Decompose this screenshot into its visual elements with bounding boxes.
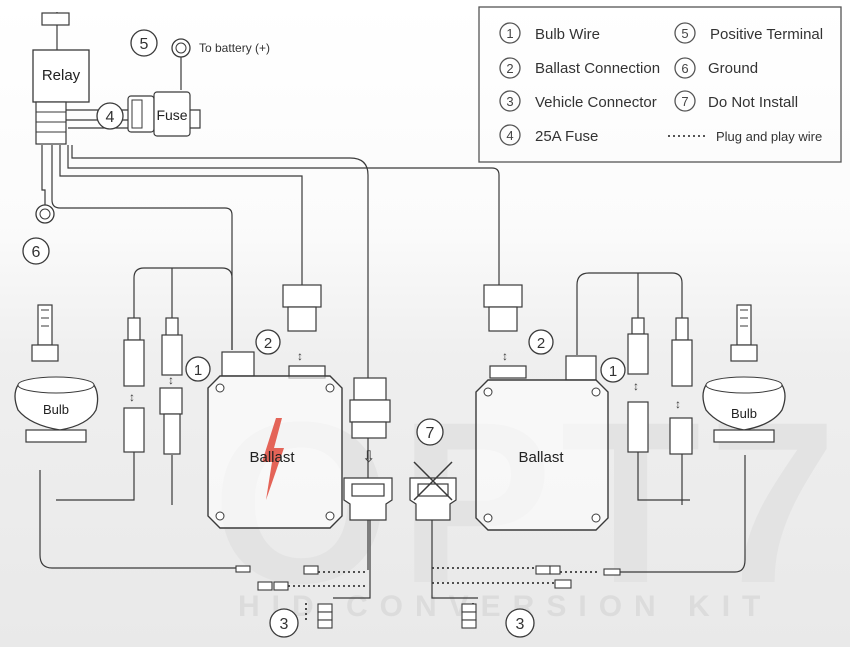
ballast-left-label: Ballast [249,449,295,466]
svg-text:Do Not Install: Do Not Install [708,94,798,111]
ballast-left: Ballast [207,351,343,529]
battery-label: To battery (+) [199,41,270,55]
ballast-connection-right [483,284,527,379]
bulb-left: Bulb [14,304,99,443]
svg-text:Positive Terminal: Positive Terminal [710,26,823,43]
connector-arrows: ↕ ↕ ↕ ↕ ↕ ↕ [129,349,681,411]
plug-and-play-wires [288,567,600,620]
battery-terminal: To battery (+) [171,38,270,58]
svg-text:↕: ↕ [502,349,508,363]
svg-text:↕: ↕ [129,390,135,404]
legend-item: 1 Bulb Wire [499,22,600,44]
bulb-right-label: Bulb [731,406,757,421]
ballast-right-label: Ballast [518,449,564,466]
svg-text:4: 4 [506,128,513,143]
svg-text:Ballast Connection: Ballast Connection [535,60,660,77]
plug-wire-label: Plug and play wire [716,129,822,144]
bulb-left-label: Bulb [43,402,69,417]
legend-item: 4 25A Fuse [499,124,598,146]
svg-text:Vehicle Connector: Vehicle Connector [535,94,657,111]
svg-text:Ground: Ground [708,60,758,77]
svg-text:Bulb Wire: Bulb Wire [535,26,600,43]
callout-one-right: 1 [609,363,617,380]
callout-two-left: 2 [264,335,272,352]
do-not-install-connector [409,461,457,521]
callout-five: 5 [140,36,149,53]
svg-text:↕: ↕ [297,349,303,363]
legend-item: 7 Do Not Install [674,90,798,112]
svg-text:3: 3 [506,94,513,109]
relay: Relay [32,12,90,145]
legend-item: 2 Ballast Connection [499,57,660,79]
callout-four: 4 [106,109,115,126]
vehicle-connector-bottom-left [317,603,333,629]
legend-border [478,6,842,163]
bulb-wire-connectors-right [627,317,693,455]
svg-text:2: 2 [506,61,513,76]
legend: 1 Bulb Wire 2 Ballast Connection 3 Vehic… [478,6,842,163]
vehicle-connector-center: ⇩ [343,377,393,521]
svg-text:5: 5 [681,26,688,41]
relay-label: Relay [42,67,81,84]
legend-item: 6 Ground [674,57,758,79]
svg-text:↕: ↕ [168,373,174,387]
ballast-connection-left [282,284,326,379]
svg-text:1: 1 [506,26,513,41]
callout-one-left: 1 [194,362,202,379]
svg-text:↕: ↕ [633,379,639,393]
callout-three-left: 3 [280,616,289,633]
svg-text:25A Fuse: 25A Fuse [535,128,598,145]
ballast-right: Ballast [475,355,609,531]
callouts: 5 4 6 1 2 2 1 7 3 3 [22,29,626,638]
svg-text:↕: ↕ [675,397,681,411]
vehicle-connector-bottom-right [461,603,477,629]
svg-text:⇩: ⇩ [362,449,375,466]
callout-six: 6 [32,244,41,261]
callout-three-right: 3 [516,616,525,633]
plug-connectors [235,565,621,591]
callout-seven: 7 [426,425,435,442]
callout-two-right: 2 [537,335,545,352]
legend-item: 5 Positive Terminal [674,22,823,44]
svg-text:7: 7 [681,94,688,109]
ground-terminal [35,204,55,224]
fuse: Fuse [127,91,191,137]
bulb-right: Bulb [702,304,786,443]
bulb-wire-connectors-left [123,317,183,455]
bolt-icon [262,418,284,500]
svg-text:6: 6 [681,61,688,76]
fuse-label: Fuse [156,107,187,123]
legend-item: 3 Vehicle Connector [499,90,657,112]
